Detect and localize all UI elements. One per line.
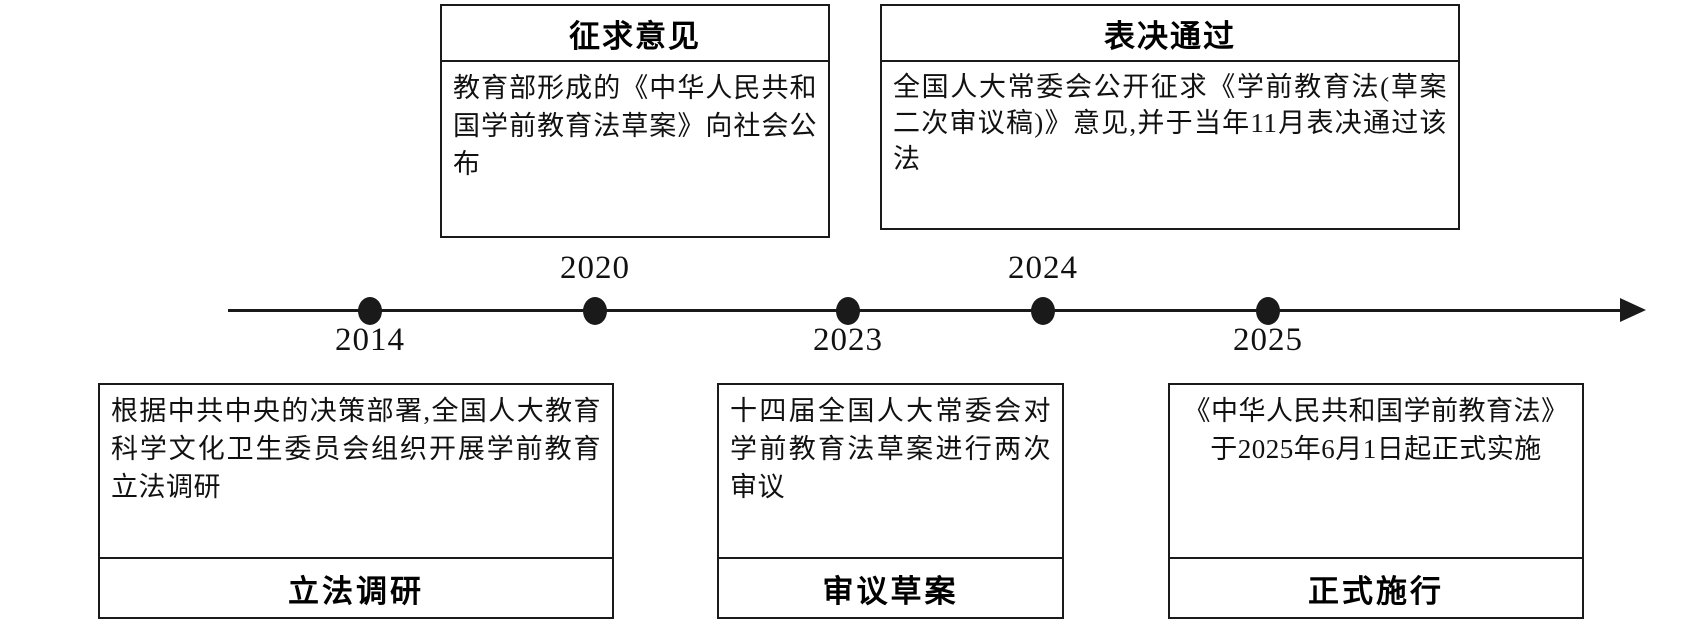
milestone-card-2025-body: 《中华人民共和国学前教育法》于2025年6月1日起正式实施 xyxy=(1183,396,1569,464)
milestone-card-2023: 十四届全国人大常委会对学前教育法草案进行两次审议 审议草案 xyxy=(717,383,1064,619)
milestone-card-2020: 征求意见 教育部形成的《中华人民共和国学前教育法草案》向社会公布 xyxy=(440,4,830,238)
milestone-card-2024: 表决通过 全国人大常委会公开征求《学前教育法(草案二次审议稿)》意见,并于当年1… xyxy=(880,4,1460,230)
milestone-card-2020-heading: 征求意见 xyxy=(442,6,828,62)
milestone-card-2024-body: 全国人大常委会公开征求《学前教育法(草案二次审议稿)》意见,并于当年11月表决通… xyxy=(893,72,1447,174)
timeline-node-2025[interactable] xyxy=(1256,297,1280,325)
timeline-node-2014[interactable] xyxy=(358,297,382,325)
milestone-card-2020-body: 教育部形成的《中华人民共和国学前教育法草案》向社会公布 xyxy=(453,73,817,179)
timeline-year-label-2025: 2025 xyxy=(1233,322,1303,358)
timeline-year-label-2024: 2024 xyxy=(1008,250,1078,286)
timeline-node-2023[interactable] xyxy=(836,297,860,325)
timeline-axis-group: 2014 2020 2023 2024 2025 xyxy=(0,250,1696,362)
timeline-axis-line xyxy=(228,309,1628,312)
timeline-year-label-2020: 2020 xyxy=(560,250,630,286)
milestone-card-2014-body: 根据中共中央的决策部署,全国人大教育科学文化卫生委员会组织开展学前教育立法调研 xyxy=(111,396,601,502)
milestone-card-2023-body: 十四届全国人大常委会对学前教育法草案进行两次审议 xyxy=(730,396,1051,502)
timeline-arrow-icon xyxy=(1620,298,1646,322)
timeline-node-2020[interactable] xyxy=(583,297,607,325)
milestone-card-2024-heading: 表决通过 xyxy=(882,6,1458,62)
milestone-card-2025: 《中华人民共和国学前教育法》于2025年6月1日起正式实施 正式施行 xyxy=(1168,383,1584,619)
timeline-year-label-2014: 2014 xyxy=(335,322,405,358)
timeline-year-label-2023: 2023 xyxy=(813,322,883,358)
milestone-card-2014: 根据中共中央的决策部署,全国人大教育科学文化卫生委员会组织开展学前教育立法调研 … xyxy=(98,383,614,619)
timeline-node-2024[interactable] xyxy=(1031,297,1055,325)
milestone-card-2014-footer: 立法调研 xyxy=(100,557,612,617)
milestone-card-2025-footer: 正式施行 xyxy=(1170,557,1582,617)
milestone-card-2023-footer: 审议草案 xyxy=(719,557,1062,617)
